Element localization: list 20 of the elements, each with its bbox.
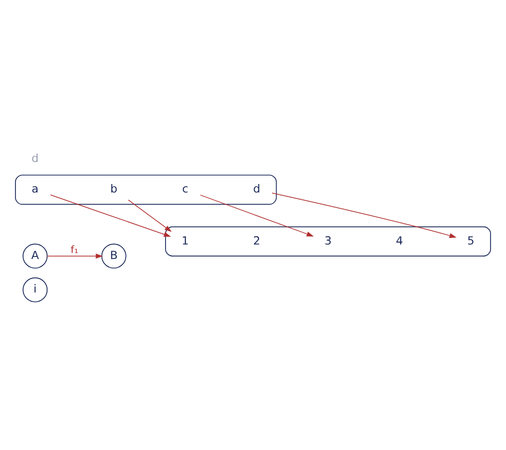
arrow [50,194,171,236]
node-text: a [32,182,39,196]
arrow [46,253,103,258]
label: d [32,152,39,165]
node-text: c [182,182,188,196]
node-text: 3 [324,234,332,247]
node-text: 5 [467,234,474,247]
node-text: 2 [253,234,260,247]
node-circle: A [22,243,48,268]
node-text: 4 [396,234,404,247]
node-text: 1 [182,234,189,247]
node-circle: B [101,243,126,268]
edge-label: f₁ [70,244,78,256]
cluster [15,174,277,204]
node-circle: i [22,276,48,302]
node-text: d [253,182,260,196]
arrow [272,192,457,238]
arrow [128,199,172,232]
node-text: b [110,182,118,196]
arrow [200,194,314,236]
